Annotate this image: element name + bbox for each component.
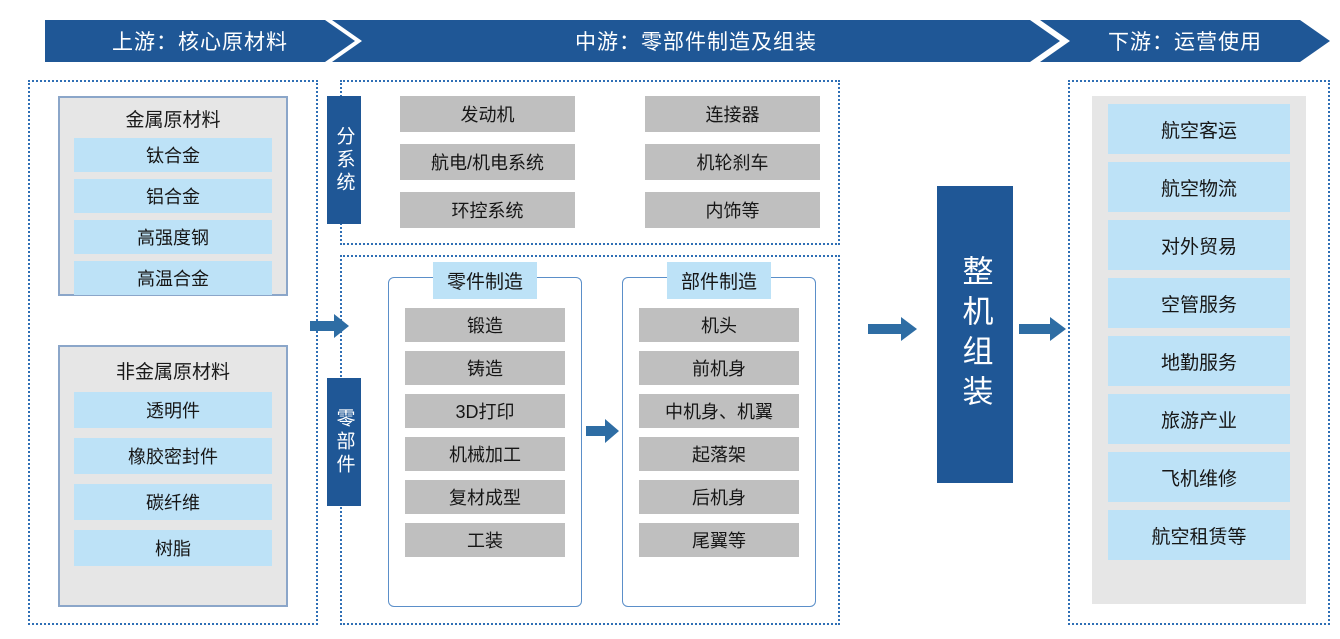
- assemblies-manufacturing-title: 部件制造: [666, 262, 772, 299]
- list-item[interactable]: 铝合金: [74, 179, 272, 213]
- list-item[interactable]: 连接器: [645, 96, 820, 132]
- list-item[interactable]: 起落架: [639, 437, 799, 471]
- final-assembly-block: 整机组装: [937, 186, 1013, 483]
- list-item[interactable]: 碳纤维: [74, 484, 272, 520]
- list-item[interactable]: 空管服务: [1108, 278, 1290, 328]
- assemblies-manufacturing-list: 机头 前机身 中机身、机翼 起落架 后机身 尾翼等: [623, 278, 815, 557]
- list-item[interactable]: 3D打印: [405, 394, 565, 428]
- banner-midstream-label: 中游：零部件制造及组装: [575, 31, 817, 54]
- list-item[interactable]: 高温合金: [74, 261, 272, 295]
- list-item[interactable]: 后机身: [639, 480, 799, 514]
- list-item[interactable]: 透明件: [74, 392, 272, 428]
- list-item[interactable]: 中机身、机翼: [639, 394, 799, 428]
- list-item[interactable]: 环控系统: [400, 192, 575, 228]
- list-item[interactable]: 地勤服务: [1108, 336, 1290, 386]
- list-item[interactable]: 复材成型: [405, 480, 565, 514]
- metal-materials-list: 钛合金 铝合金 高强度钢 高温合金: [60, 138, 286, 295]
- nonmetal-materials-title: 非金属原材料: [115, 362, 230, 383]
- list-item[interactable]: 尾翼等: [639, 523, 799, 557]
- list-item[interactable]: 橡胶密封件: [74, 438, 272, 474]
- list-item[interactable]: 航空租赁等: [1108, 510, 1290, 560]
- arrow-right-icon: [868, 316, 918, 342]
- metal-materials-panel: 金属原材料 钛合金 铝合金 高强度钢 高温合金: [58, 96, 288, 296]
- subsystem-label: 分系统: [333, 125, 355, 195]
- list-item[interactable]: 航电/机电系统: [400, 144, 575, 180]
- subsystem-label-tab: 分系统: [327, 96, 361, 224]
- list-item[interactable]: 锻造: [405, 308, 565, 342]
- list-item[interactable]: 航空客运: [1108, 104, 1290, 154]
- subsystem-column-right: 连接器 机轮刹车 内饰等: [645, 96, 820, 240]
- list-item[interactable]: 工装: [405, 523, 565, 557]
- banner-midstream: 中游：零部件制造及组装: [332, 20, 1060, 62]
- arrow-right-icon: [310, 313, 350, 339]
- list-item[interactable]: 机轮刹车: [645, 144, 820, 180]
- parts-manufacturing-list: 锻造 铸造 3D打印 机械加工 复材成型 工装: [389, 278, 581, 557]
- nonmetal-materials-list: 透明件 橡胶密封件 碳纤维 树脂: [60, 392, 286, 566]
- list-item[interactable]: 发动机: [400, 96, 575, 132]
- list-item[interactable]: 内饰等: [645, 192, 820, 228]
- downstream-list: 航空客运 航空物流 对外贸易 空管服务 地勤服务 旅游产业 飞机维修 航空租赁等: [1092, 96, 1306, 560]
- arrow-right-icon: [1019, 316, 1067, 342]
- components-label-tab: 零部件: [327, 378, 361, 506]
- downstream-panel: 航空客运 航空物流 对外贸易 空管服务 地勤服务 旅游产业 飞机维修 航空租赁等: [1092, 96, 1306, 604]
- components-label: 零部件: [333, 407, 355, 477]
- list-item[interactable]: 树脂: [74, 530, 272, 566]
- list-item[interactable]: 机头: [639, 308, 799, 342]
- list-item[interactable]: 铸造: [405, 351, 565, 385]
- parts-manufacturing-box: 零件制造 锻造 铸造 3D打印 机械加工 复材成型 工装: [388, 262, 582, 607]
- banner-downstream: 下游：运营使用: [1040, 20, 1330, 62]
- arrow-right-icon: [586, 418, 620, 444]
- final-assembly-label: 整机组装: [957, 254, 993, 415]
- list-item[interactable]: 前机身: [639, 351, 799, 385]
- list-item[interactable]: 高强度钢: [74, 220, 272, 254]
- nonmetal-materials-panel: 非金属原材料 透明件 橡胶密封件 碳纤维 树脂: [58, 345, 288, 607]
- list-item[interactable]: 旅游产业: [1108, 394, 1290, 444]
- list-item[interactable]: 对外贸易: [1108, 220, 1290, 270]
- assemblies-manufacturing-box: 部件制造 机头 前机身 中机身、机翼 起落架 后机身 尾翼等: [622, 262, 816, 607]
- list-item[interactable]: 航空物流: [1108, 162, 1290, 212]
- banner-downstream-label: 下游：运营使用: [1108, 31, 1262, 54]
- metal-materials-title: 金属原材料: [125, 110, 221, 131]
- list-item[interactable]: 机械加工: [405, 437, 565, 471]
- parts-manufacturing-title: 零件制造: [432, 262, 538, 299]
- banner-upstream: 上游：核心原材料: [45, 20, 355, 62]
- subsystem-column-left: 发动机 航电/机电系统 环控系统: [400, 96, 575, 240]
- banner-upstream-label: 上游：核心原材料: [112, 31, 288, 54]
- list-item[interactable]: 钛合金: [74, 138, 272, 172]
- list-item[interactable]: 飞机维修: [1108, 452, 1290, 502]
